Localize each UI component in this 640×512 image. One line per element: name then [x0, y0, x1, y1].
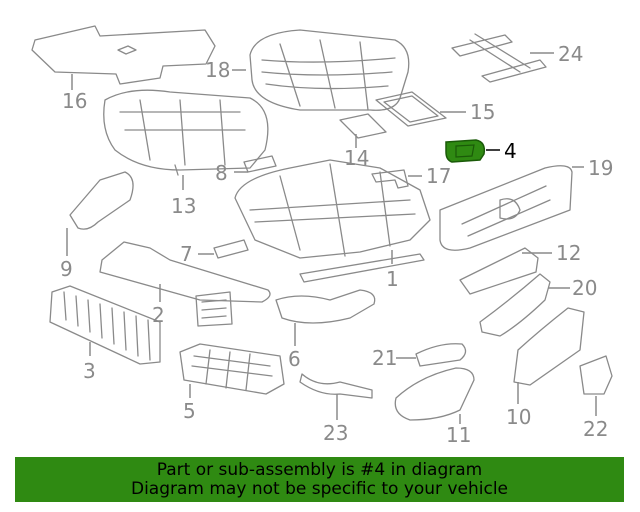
- callout-3[interactable]: 3: [83, 359, 96, 383]
- part-14-small-pad[interactable]: [339, 113, 387, 139]
- part-9-trim[interactable]: [69, 171, 134, 230]
- callout-23[interactable]: 23: [323, 421, 348, 445]
- part-6-harness[interactable]: [275, 289, 376, 324]
- part-3-back-panel[interactable]: [49, 285, 161, 365]
- callout-21[interactable]: 21: [372, 346, 397, 370]
- callout-24[interactable]: 24: [558, 42, 583, 66]
- callout-labels: 16 18 24 15 14 4 8 17 19 13 1 9 7 12 2 2…: [60, 42, 613, 447]
- leader-lines: [66, 52, 597, 424]
- part-5-grid-cover[interactable]: [179, 343, 285, 395]
- part-24-slide-rails[interactable]: [451, 33, 547, 83]
- part-7-bracket[interactable]: [213, 239, 249, 259]
- callout-15[interactable]: 15: [470, 100, 495, 124]
- callout-2[interactable]: 2: [152, 303, 165, 327]
- callout-18[interactable]: 18: [205, 58, 230, 82]
- part-11-trim-cover[interactable]: [394, 367, 475, 421]
- callout-13[interactable]: 13: [171, 194, 196, 218]
- info-banner: Part or sub-assembly is #4 in diagram Di…: [15, 457, 624, 502]
- callout-22[interactable]: 22: [583, 417, 608, 441]
- part-17-bracket[interactable]: [371, 169, 409, 189]
- part-12-lever[interactable]: [459, 247, 539, 295]
- callout-20[interactable]: 20: [572, 276, 597, 300]
- part-13-cushion-frame[interactable]: [103, 89, 269, 176]
- part-4-switch-highlighted[interactable]: [445, 139, 486, 163]
- part-19-side-panel[interactable]: [439, 165, 573, 251]
- part-22-cap[interactable]: [579, 355, 613, 395]
- callout-1[interactable]: 1: [386, 267, 399, 291]
- callout-14[interactable]: 14: [344, 146, 369, 170]
- part-8-bracket[interactable]: [243, 155, 277, 173]
- callout-7[interactable]: 7: [180, 242, 193, 266]
- callout-5[interactable]: 5: [183, 399, 196, 423]
- callout-4[interactable]: 4: [504, 139, 517, 163]
- part-20-bracket[interactable]: [479, 273, 551, 337]
- part-1-seat-frame[interactable]: [234, 159, 431, 283]
- callout-6[interactable]: 6: [288, 347, 301, 371]
- callout-11[interactable]: 11: [446, 423, 471, 447]
- part-15-mat[interactable]: [375, 91, 447, 127]
- banner-line-2: Diagram may not be specific to your vehi…: [130, 479, 508, 499]
- part-23-cable[interactable]: [299, 373, 373, 399]
- part-16-cushion-pad[interactable]: [31, 25, 216, 85]
- callout-8[interactable]: 8: [215, 161, 228, 185]
- callout-12[interactable]: 12: [556, 241, 581, 265]
- callout-9[interactable]: 9: [60, 257, 73, 281]
- callout-10[interactable]: 10: [506, 405, 531, 429]
- callout-19[interactable]: 19: [588, 156, 613, 180]
- callout-16[interactable]: 16: [62, 89, 87, 113]
- part-2-wire-harness[interactable]: [99, 241, 271, 327]
- callout-17[interactable]: 17: [426, 164, 451, 188]
- part-10-side-trim[interactable]: [513, 307, 585, 386]
- banner-line-1: Part or sub-assembly is #4 in diagram: [156, 460, 483, 480]
- part-21-handle[interactable]: [415, 343, 467, 367]
